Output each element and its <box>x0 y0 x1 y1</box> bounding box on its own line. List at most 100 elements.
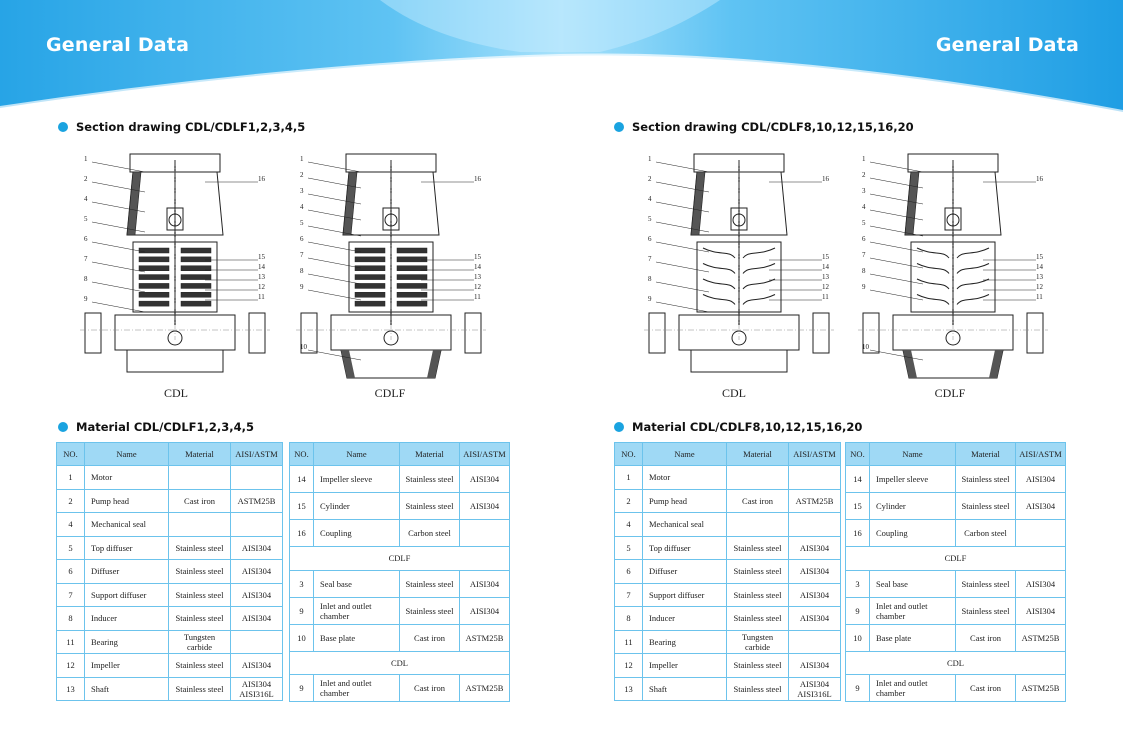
part-number: 13 <box>56 676 85 701</box>
part-name: Mechanical seal <box>84 512 169 537</box>
part-label: 9 <box>84 295 88 303</box>
leader-line <box>655 161 710 173</box>
leader-line <box>307 209 362 221</box>
impeller-stage <box>396 247 428 254</box>
part-material: Stainless steel <box>955 492 1016 520</box>
part-standard <box>788 629 841 654</box>
part-name: Cylinder <box>869 492 956 520</box>
part-name: Pump head <box>84 488 169 513</box>
part-material: Stainless steel <box>726 582 789 607</box>
outlet-flange <box>248 312 266 354</box>
leader-line <box>91 181 146 193</box>
base <box>126 349 224 373</box>
part-label: 16 <box>822 175 830 183</box>
part-label: 2 <box>300 171 304 179</box>
column-header: AISI/ASTM <box>1015 442 1066 466</box>
impeller-stage <box>180 274 212 280</box>
part-standard: AISI304 <box>788 653 841 678</box>
part-label: 2 <box>648 175 652 183</box>
part-name: Impeller sleeve <box>869 465 956 493</box>
impeller-stage <box>354 283 386 289</box>
part-standard: AISI304 <box>230 582 283 607</box>
part-material: Stainless steel <box>955 569 1016 598</box>
part-name: Mechanical seal <box>642 512 727 537</box>
impeller-stage <box>354 300 386 307</box>
impeller-stage <box>956 247 990 259</box>
leader-line <box>655 301 710 313</box>
caption-cdlf-left: CDLF <box>374 386 406 400</box>
leader-line <box>91 221 146 233</box>
caption-cdl-left: CDL <box>164 386 188 400</box>
part-material: Stainless steel <box>168 559 231 584</box>
part-name: Impeller <box>642 653 727 678</box>
part-name: Impeller <box>84 653 169 678</box>
impeller-stage <box>742 247 776 259</box>
part-number: 6 <box>56 559 85 584</box>
column-header: NO. <box>614 442 643 466</box>
impeller-stage <box>396 283 428 289</box>
part-label: 7 <box>648 255 652 263</box>
part-material: Cast iron <box>726 488 789 513</box>
part-number: 7 <box>56 582 85 607</box>
part-label: 14 <box>822 263 830 271</box>
part-standard: AISI304 <box>788 606 841 631</box>
part-label: 8 <box>648 275 652 283</box>
part-name: Inducer <box>84 606 169 631</box>
part-name: Inlet and outlet chamber <box>313 674 400 702</box>
part-material: Stainless steel <box>168 676 231 701</box>
part-label: 3 <box>862 187 866 195</box>
part-number: 3 <box>845 569 870 598</box>
impeller-stage <box>354 265 386 271</box>
section-drawing-heading-left: Section drawing CDL/CDLF1,2,3,4,5 <box>58 120 305 134</box>
part-material: Cast iron <box>399 674 460 702</box>
part-label: 4 <box>300 203 304 211</box>
part-standard <box>230 465 283 490</box>
drain-plug <box>731 330 747 346</box>
part-label: 11 <box>474 293 481 301</box>
part-material <box>168 512 231 537</box>
part-standard: ASTM25B <box>230 488 283 513</box>
part-label: 9 <box>648 295 652 303</box>
part-material <box>726 465 789 490</box>
part-name: Coupling <box>313 519 400 547</box>
part-label: 9 <box>300 283 304 291</box>
part-label: 16 <box>474 175 482 183</box>
pump-chamber <box>892 314 1014 351</box>
impeller-stage <box>916 294 950 305</box>
outlet-flange <box>1026 312 1044 354</box>
part-material <box>726 512 789 537</box>
base-hatch <box>989 350 1003 378</box>
part-label: 7 <box>300 251 304 259</box>
part-standard: AISI304 <box>230 559 283 584</box>
leader-line <box>655 241 710 253</box>
part-number: 2 <box>614 488 643 513</box>
part-material: Stainless steel <box>399 465 460 493</box>
part-standard: AISI304 AISI316L <box>230 676 283 701</box>
part-label: 14 <box>258 263 266 271</box>
impeller-stage <box>180 265 212 271</box>
impeller-stage <box>180 292 212 298</box>
part-name: Inlet and outlet chamber <box>869 674 956 702</box>
part-material: Stainless steel <box>399 569 460 598</box>
part-number: 16 <box>289 519 314 547</box>
table-subheader: CDLF <box>845 546 1066 571</box>
material-heading-right: Material CDL/CDLF8,10,12,15,16,20 <box>614 420 862 434</box>
part-label: 16 <box>258 175 266 183</box>
part-standard: AISI304 <box>230 653 283 678</box>
part-name: Top diffuser <box>642 535 727 560</box>
leader-line <box>307 289 362 301</box>
part-material: Stainless steel <box>168 582 231 607</box>
leader-line <box>307 241 362 253</box>
part-label: 10 <box>862 343 870 351</box>
bracket-hatch <box>342 171 358 236</box>
part-material: Stainless steel <box>726 535 789 560</box>
drain-plug <box>383 330 399 346</box>
part-number: 9 <box>845 674 870 702</box>
